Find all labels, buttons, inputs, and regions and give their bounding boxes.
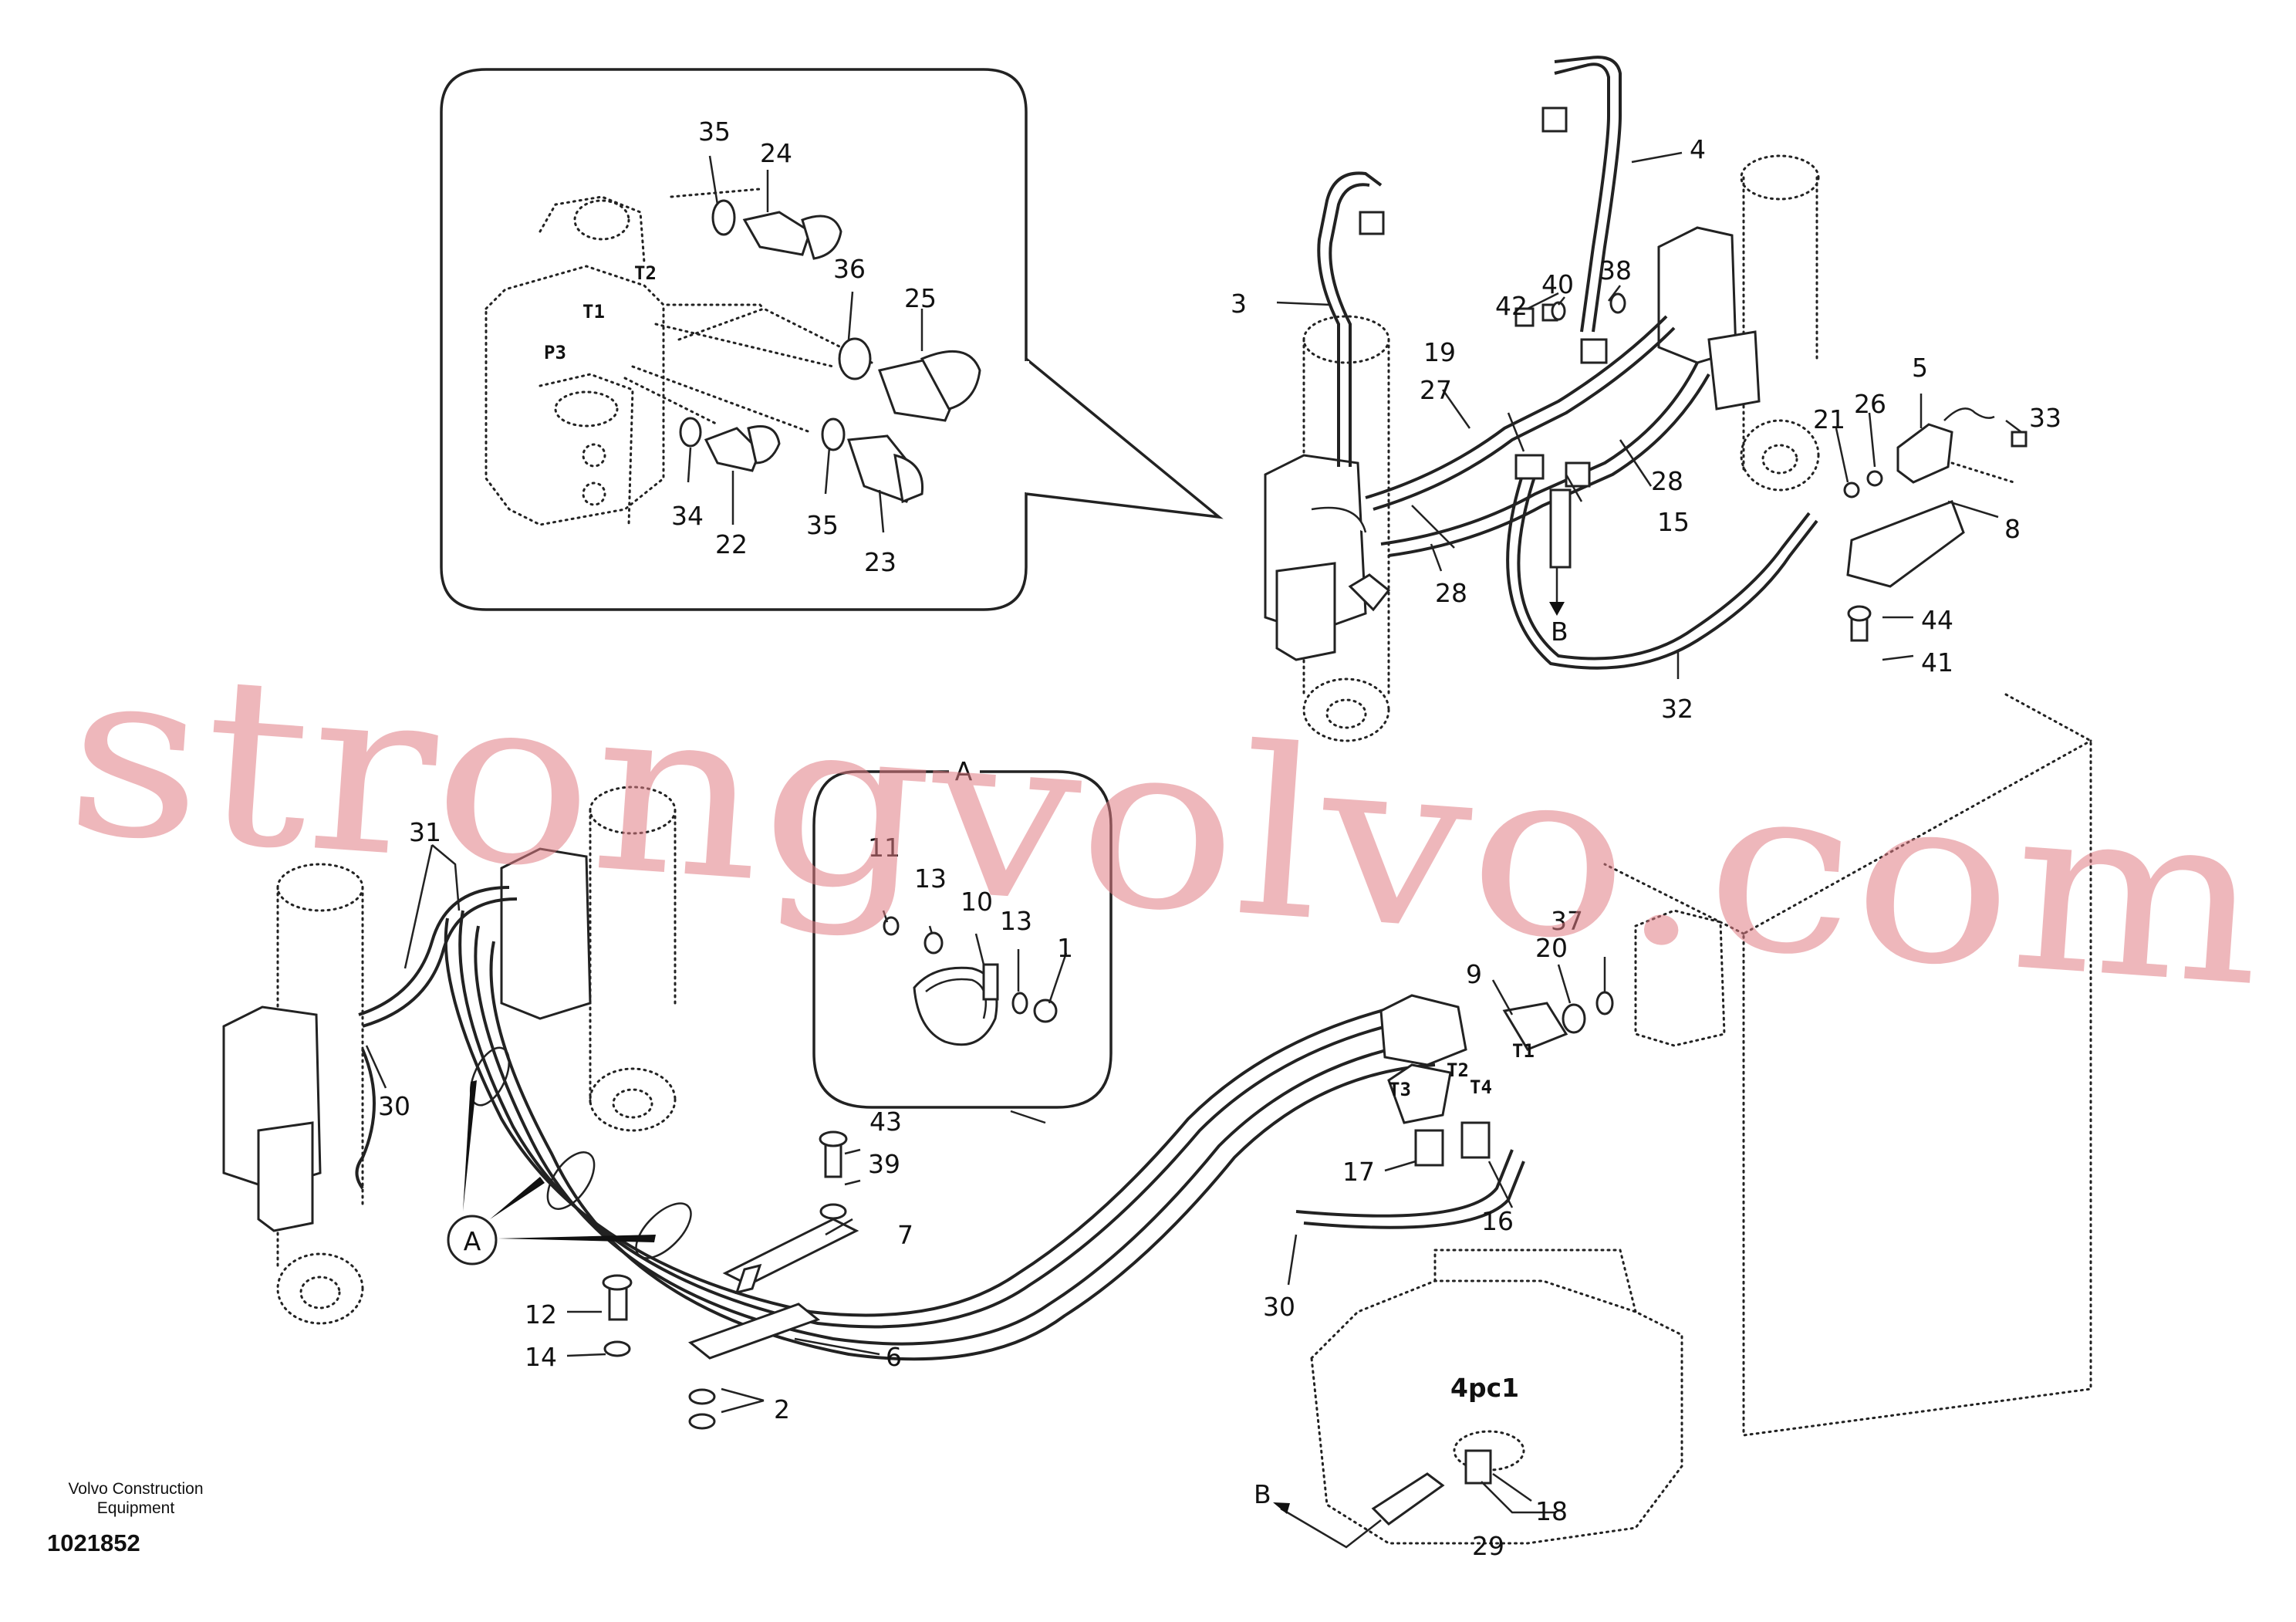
callout-11: 11: [868, 833, 900, 863]
section-a-marker: A: [447, 1080, 656, 1265]
watermark-text: strongvolvo.com: [59, 616, 2271, 1038]
callout-18: 18: [1535, 1496, 1568, 1526]
callout-13b: 13: [1000, 906, 1032, 936]
callout-19: 19: [1423, 337, 1456, 367]
callout-35a: 35: [698, 117, 731, 147]
callout-30a: 30: [378, 1091, 410, 1121]
callout-labels: 1 2 3 4 5 6 7 8 9 10 11 12 13 13 14 15 1…: [378, 117, 2061, 1561]
callout-24: 24: [760, 138, 792, 168]
footer-company-line2: Equipment: [96, 1499, 175, 1517]
valve-port-t1: T1: [1512, 1040, 1535, 1062]
inset-fitting-22: [679, 417, 781, 472]
callout-13a: 13: [914, 863, 947, 894]
callout-28b: 28: [1435, 578, 1467, 608]
callout-5: 5: [1912, 353, 1928, 383]
callout-27: 27: [1420, 375, 1452, 405]
arrow-b-top-label: B: [1551, 617, 1568, 647]
leader-lines: [365, 151, 2022, 1514]
port-label-p3: P3: [544, 342, 566, 363]
callout-1: 1: [1057, 933, 1073, 963]
footer-company: Volvo Construction Equipment: [43, 1479, 228, 1518]
callout-39: 39: [868, 1149, 900, 1179]
section-a-label: A: [464, 1226, 481, 1256]
arrow-b-bottom: B: [1254, 1479, 1382, 1549]
inset-detail: T2 T1 P3: [440, 68, 1224, 611]
callout-26: 26: [1854, 389, 1886, 419]
callout-25: 25: [904, 283, 937, 313]
callout-17: 17: [1342, 1157, 1375, 1187]
view-a-title: A: [955, 756, 973, 786]
callout-21: 21: [1813, 404, 1845, 434]
inset-valve-block: [485, 188, 873, 526]
callout-43: 43: [869, 1107, 902, 1137]
callout-20: 20: [1535, 933, 1568, 963]
callout-4: 4: [1690, 134, 1706, 164]
callout-37: 37: [1551, 906, 1583, 936]
port-label-t1: T1: [582, 301, 605, 323]
callout-14: 14: [525, 1342, 557, 1372]
callout-8: 8: [2004, 514, 2021, 544]
callout-38: 38: [1599, 255, 1632, 286]
callout-35b: 35: [806, 510, 839, 540]
valve-port-t4: T4: [1470, 1076, 1492, 1098]
callout-2: 2: [774, 1394, 790, 1424]
callout-31: 31: [409, 817, 441, 847]
lower-assembly: [222, 693, 2092, 1545]
inset-fitting-24: [711, 199, 842, 260]
callout-42: 42: [1495, 291, 1528, 321]
callout-36: 36: [833, 254, 866, 284]
drawing-number: 1021852: [47, 1529, 140, 1556]
inset-fitting-23: [821, 417, 924, 504]
callout-22: 22: [715, 529, 748, 559]
callout-12: 12: [525, 1299, 557, 1330]
callout-28a: 28: [1651, 466, 1683, 496]
port-label-t2: T2: [634, 262, 657, 284]
callout-40: 40: [1541, 269, 1574, 299]
pilot-block-label: 4pc1: [1450, 1373, 1519, 1403]
callout-41: 41: [1921, 647, 1953, 678]
view-a-detail: A: [812, 756, 1113, 1109]
arrow-b-top: B: [1549, 567, 1568, 647]
callout-44: 44: [1921, 605, 1953, 635]
footer-company-line1: Volvo Construction: [68, 1480, 204, 1498]
callout-9: 9: [1466, 959, 1482, 989]
callout-32: 32: [1661, 694, 1693, 724]
valve-port-t2: T2: [1447, 1059, 1469, 1081]
callout-23: 23: [864, 547, 896, 577]
upper-assembly: [1264, 56, 2028, 742]
callout-3: 3: [1231, 289, 1247, 319]
callout-7: 7: [897, 1220, 913, 1250]
callout-15: 15: [1657, 507, 1690, 537]
callout-6: 6: [886, 1342, 902, 1372]
valve-port-t3: T3: [1389, 1079, 1411, 1100]
callout-16: 16: [1481, 1206, 1514, 1236]
callout-33: 33: [2029, 403, 2061, 433]
callout-29: 29: [1472, 1531, 1504, 1561]
callout-30b: 30: [1263, 1292, 1295, 1322]
arrow-b-bottom-label: B: [1254, 1479, 1271, 1509]
inset-fitting-25: [838, 337, 981, 422]
callout-34: 34: [671, 501, 704, 531]
callout-10: 10: [961, 887, 993, 917]
